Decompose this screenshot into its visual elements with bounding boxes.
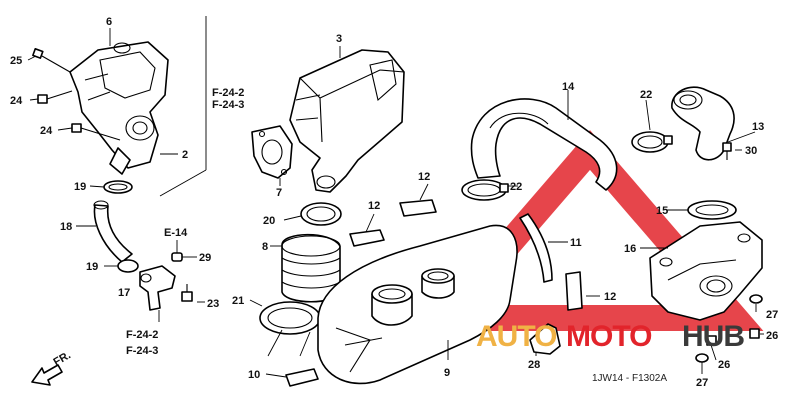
front-label: FR. (52, 349, 73, 368)
watermark-logo: AUTO MOTO HUB (476, 320, 745, 353)
label-2: 2 (182, 149, 188, 161)
label-12-a: 12 (368, 200, 380, 212)
pipe-14 (470, 98, 618, 191)
joint-17 (139, 265, 176, 311)
ref-bottom-f-24-2: F-24-2 (126, 329, 158, 341)
watermark-auto: AUTO (476, 320, 557, 353)
label-15: 15 (656, 205, 668, 217)
label-19-lower: 19 (86, 261, 98, 273)
label-24-upper: 24 (10, 95, 23, 107)
bolt-26-bottom (706, 335, 717, 346)
label-3: 3 (336, 33, 342, 45)
ref-top-f-24-3: F-24-3 (212, 99, 244, 111)
label-24-lower: 24 (40, 125, 53, 137)
label-8: 8 (262, 241, 268, 253)
drawing-code: 1JW14 - F1302A (592, 373, 667, 384)
ref-e-14: E-14 (164, 227, 188, 239)
label-13: 13 (752, 121, 764, 133)
clamp-19-upper (103, 180, 133, 194)
label-14: 14 (562, 81, 575, 93)
bolt-23 (181, 284, 193, 302)
gasket-21 (259, 301, 321, 335)
pad-10 (285, 368, 319, 387)
label-28: 28 (528, 359, 540, 371)
label-30: 30 (745, 145, 757, 157)
label-22-upper: 22 (640, 89, 652, 101)
label-16: 16 (624, 243, 636, 255)
bolt-25 (32, 48, 71, 73)
label-21: 21 (232, 295, 244, 307)
label-22-lower: 22 (510, 181, 522, 193)
ref-bottom-f-24-3: F-24-3 (126, 345, 158, 357)
clamp-22-upper (631, 131, 673, 153)
bolt-26-right (749, 328, 760, 339)
label-27-right: 27 (766, 309, 778, 321)
label-29: 29 (199, 252, 211, 264)
front-arrow-icon (31, 364, 63, 386)
clip-29 (171, 252, 183, 262)
elbow-pipe-13 (671, 86, 735, 161)
front-pipe-3 (289, 49, 405, 193)
bolt-24-upper (37, 90, 73, 104)
band-11 (519, 213, 553, 283)
label-12-c: 12 (604, 291, 616, 303)
pad-12-a (349, 229, 385, 247)
bolt-30 (722, 142, 732, 160)
leader-lines (27, 16, 764, 378)
pad-12-c (565, 271, 583, 311)
label-9: 9 (444, 367, 450, 379)
label-26-bottom: 26 (718, 359, 730, 371)
washer-27-right (749, 294, 763, 304)
label-12-b: 12 (418, 171, 430, 183)
label-6: 6 (106, 16, 112, 28)
part-labels: 6 25 24 24 2 19 18 19 17 23 29 3 7 20 8 … (10, 16, 778, 389)
label-27-bottom: 27 (696, 377, 708, 389)
clamp-19-lower (117, 259, 139, 273)
watermark-triangle (416, 130, 764, 331)
label-19-upper: 19 (74, 181, 86, 193)
ref-top-f-24-2: F-24-2 (212, 87, 244, 99)
washer-27-bottom (695, 353, 709, 363)
hose-18 (93, 200, 133, 263)
bracket-28 (529, 323, 561, 355)
label-17: 17 (118, 287, 130, 299)
gasket-20 (300, 202, 342, 226)
label-18: 18 (60, 221, 72, 233)
watermark-hub: HUB (682, 320, 744, 353)
label-20: 20 (263, 215, 275, 227)
gasket-15 (687, 200, 737, 220)
pad-12-b (399, 199, 437, 217)
watermark-moto: MOTO (566, 320, 652, 353)
gasket-7 (251, 125, 293, 179)
thermostat-housing (69, 41, 169, 175)
label-23: 23 (207, 298, 219, 310)
protector-16 (649, 221, 763, 321)
label-26-right: 26 (766, 330, 778, 342)
joint-pipe-8 (281, 233, 341, 303)
muffler-9 (317, 224, 518, 385)
label-10: 10 (248, 369, 260, 381)
label-7: 7 (276, 187, 282, 199)
label-11: 11 (570, 237, 582, 249)
label-25: 25 (10, 55, 22, 67)
clamp-22-lower (461, 179, 509, 201)
